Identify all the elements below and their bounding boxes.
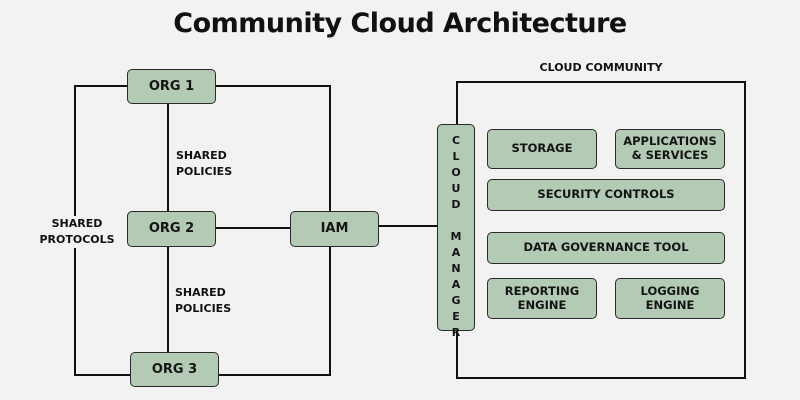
reporting-label-line2: ENGINE <box>517 297 567 312</box>
label-line: SHARED <box>51 217 103 230</box>
cloud-manager-letter: N <box>451 262 461 275</box>
connector-org1-iam <box>216 85 331 212</box>
label-line: SHARED <box>175 286 226 299</box>
shared-policies-top-label: SHARED POLICIES <box>176 148 232 180</box>
label-line: SHARED <box>176 149 227 162</box>
iam-label: IAM <box>320 221 349 237</box>
data-governance-tool-component[interactable]: DATA GOVERNANCE TOOL <box>487 232 725 264</box>
cloud-manager-letter <box>451 213 462 229</box>
org1-label: ORG 1 <box>148 78 195 94</box>
applications-label-line1: APPLICATIONS <box>623 134 717 149</box>
reporting-engine-component[interactable]: REPORTING ENGINE <box>487 278 597 319</box>
logging-label-line1: LOGGING <box>640 283 700 298</box>
cloud-community-label: CLOUD COMMUNITY <box>539 61 663 74</box>
org1-node[interactable]: ORG 1 <box>127 69 216 104</box>
cloud-manager-letter: A <box>451 278 461 291</box>
security-controls-label: SECURITY CONTROLS <box>537 187 675 202</box>
cloud-manager-letter: G <box>451 294 461 307</box>
label-line: POLICIES <box>176 165 233 178</box>
label-line: PROTOCOLS <box>39 233 115 246</box>
cloud-manager-letter: L <box>452 150 460 163</box>
cloud-manager-letter: D <box>451 198 461 211</box>
applications-services-component[interactable]: APPLICATIONS & SERVICES <box>615 129 725 169</box>
storage-component[interactable]: STORAGE <box>487 129 597 169</box>
reporting-label-line1: REPORTING <box>504 283 580 298</box>
org3-node[interactable]: ORG 3 <box>130 352 219 387</box>
shared-policies-bottom-label: SHARED POLICIES <box>175 285 231 317</box>
data-governance-label: DATA GOVERNANCE TOOL <box>523 240 689 255</box>
cloud-manager-letter: C <box>451 134 461 147</box>
diagram-title: Community Cloud Architecture <box>173 8 627 39</box>
org2-node[interactable]: ORG 2 <box>127 211 216 247</box>
storage-label: STORAGE <box>511 141 573 156</box>
cloud-manager-letter: O <box>451 166 461 179</box>
security-controls-component[interactable]: SECURITY CONTROLS <box>487 179 725 211</box>
shared-protocols-label: SHARED PROTOCOLS <box>38 216 116 248</box>
cloud-manager-letter: R <box>451 326 461 339</box>
label-line: POLICIES <box>175 302 232 315</box>
connector-org3-iam <box>218 247 331 376</box>
org3-label: ORG 3 <box>151 361 198 377</box>
logging-engine-component[interactable]: LOGGING ENGINE <box>615 278 725 319</box>
logging-label-line2: ENGINE <box>645 297 695 312</box>
cloud-community-frame <box>456 81 746 379</box>
cloud-manager-letter: E <box>452 310 460 323</box>
cloud-manager-letter: U <box>451 182 461 195</box>
applications-label-line2: & SERVICES <box>631 148 709 162</box>
org2-label: ORG 2 <box>148 221 195 237</box>
cloud-manager-letter: A <box>451 246 461 259</box>
cloud-manager-letter: M <box>450 230 462 243</box>
iam-node[interactable]: IAM <box>290 211 379 247</box>
